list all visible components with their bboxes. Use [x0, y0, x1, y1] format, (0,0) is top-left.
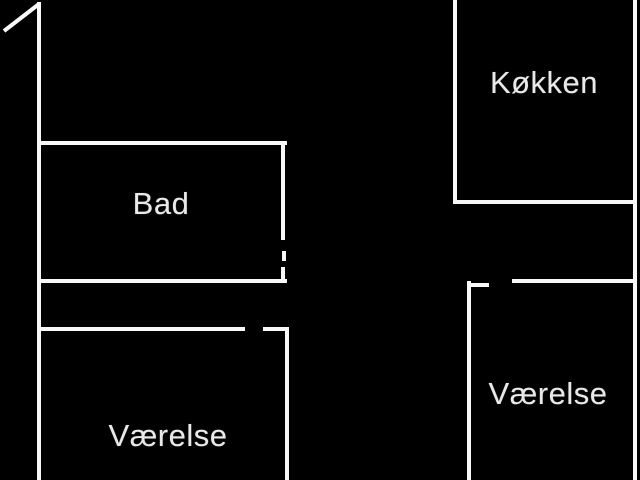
- room-label-kitchen: Køkken: [489, 65, 599, 100]
- room-label-bathroom: Bad: [132, 186, 190, 221]
- entry-door-swing-line: [2, 2, 41, 33]
- room-label-bedroom-left: Værelse: [108, 418, 228, 453]
- room-label-bedroom-right: Værelse: [488, 376, 608, 411]
